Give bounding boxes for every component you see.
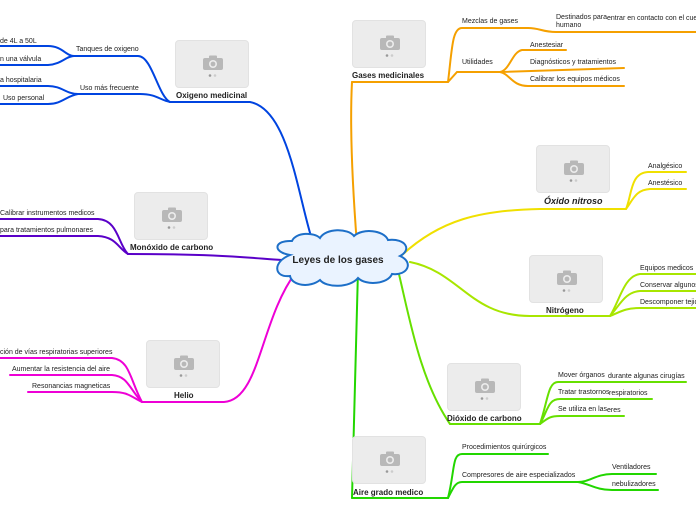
central-topic-cloud[interactable]: [276, 229, 409, 287]
branch-dioxido-carbono: [397, 269, 687, 425]
topic-oxido-nitroso[interactable]: Óxido nitroso: [544, 196, 603, 206]
pager-dots-icon: [569, 179, 578, 182]
subtopic-calibrar-equipos[interactable]: Calibrar los equipos médicos: [530, 76, 620, 83]
subtopic-descomponer[interactable]: Descomponer tejido: [640, 299, 696, 306]
subtopic-compresores[interactable]: Compresores de aire especializados: [462, 472, 576, 479]
branch-aire-grado-medico: [351, 269, 659, 499]
oxigeno-medicinal-image: [175, 40, 249, 88]
subtopic-tratamientos-pulmonares[interactable]: para tratamientos pulmonares: [0, 227, 93, 234]
pager-dots-icon: [385, 54, 394, 57]
subtopic-se-utiliza[interactable]: Se utiliza en las: [558, 406, 608, 413]
topic-aire-grado-medico[interactable]: Aire grado medico: [353, 488, 424, 497]
branch-nitrogeno: [409, 261, 696, 317]
subtopic-diagnosticos[interactable]: Diagnósticos y tratamientos: [530, 59, 616, 66]
pager-dots-icon: [208, 74, 217, 77]
subtopic-anestesico[interactable]: Anestésico: [648, 180, 683, 187]
subtopic-nebulizadores[interactable]: nebulizadores: [612, 481, 656, 488]
subtopic-equipos-medicos[interactable]: Equipos medicos: [640, 265, 694, 272]
camera-icon: [475, 378, 495, 393]
subtopic-calibrar-instrumentos[interactable]: Calibrar instrumentos medicos: [0, 210, 95, 217]
branch-gases-medicinales: [350, 27, 696, 246]
camera-icon: [564, 160, 584, 175]
subtopic-obstruccion[interactable]: ción de vías respiratorias superiores: [0, 349, 113, 356]
nitrogeno-image: [529, 255, 603, 303]
camera-icon: [557, 270, 577, 285]
aire-grado-medico-image: [352, 436, 426, 484]
subtopic-tanques-oxigeno[interactable]: Tanques de oxigeno: [76, 46, 139, 53]
topic-monoxido-carbono[interactable]: Monóxido de carbono: [130, 243, 214, 252]
pager-dots-icon: [167, 226, 176, 229]
camera-icon: [203, 55, 223, 70]
subtopic-procedimientos[interactable]: Procedimientos quirúrgicos: [462, 444, 547, 451]
branch-oxido-nitroso: [401, 171, 687, 256]
subtopic-destinados-humano: humano: [556, 22, 582, 29]
dioxido-carbono-image: [447, 363, 521, 411]
pager-dots-icon: [562, 289, 571, 292]
subtopic-analgesico[interactable]: Analgésico: [648, 163, 683, 170]
pager-dots-icon: [480, 397, 489, 400]
monoxido-carbono-image: [134, 192, 208, 240]
subtopic-destinados[interactable]: Destinados para: [556, 14, 607, 21]
subtopic-tratar-trastornos[interactable]: Tratar trastornos: [558, 389, 610, 396]
camera-icon: [380, 35, 400, 50]
central-topic-label[interactable]: Leyes de los gases: [292, 255, 384, 266]
branch-oxigeno-medicinal: [0, 45, 315, 247]
camera-icon: [380, 451, 400, 466]
subtopic-eres[interactable]: eres: [607, 407, 621, 414]
branch-helio: [0, 271, 297, 403]
subtopic-aumentar-resistencia[interactable]: Aumentar la resistencia del aire: [12, 366, 111, 373]
subtopic-uso-frecuente[interactable]: Uso más frecuente: [80, 85, 139, 92]
subtopic-utilidades[interactable]: Utilidades: [462, 59, 493, 66]
branch-monoxido-carbono: [0, 218, 283, 261]
subtopic-respiratorios[interactable]: respiratorios: [609, 390, 648, 397]
camera-icon: [162, 207, 182, 222]
camera-icon: [174, 355, 194, 370]
subtopic-4l-50l[interactable]: de 4L a 50L: [0, 38, 37, 45]
topic-nitrogeno[interactable]: Nitrógeno: [546, 306, 584, 315]
topic-dioxido-carbono[interactable]: Dióxido de carbono: [447, 414, 522, 423]
subtopic-contacto[interactable]: entrar en contacto con el cue: [607, 15, 696, 22]
subtopic-resonancias[interactable]: Resonancias magneticas: [32, 383, 111, 390]
topic-helio[interactable]: Helio: [174, 391, 194, 400]
subtopic-mover-organos[interactable]: Mover órganos: [558, 372, 605, 379]
topic-oxigeno-medicinal[interactable]: Oxigeno medicinal: [176, 91, 248, 100]
subtopic-conservar[interactable]: Conservar algunos: [640, 282, 696, 289]
subtopic-uso-personal[interactable]: Uso personal: [3, 95, 45, 102]
subtopic-mezclas-gases[interactable]: Mezclas de gases: [462, 18, 519, 25]
topic-gases-medicinales[interactable]: Gases medicinales: [352, 71, 425, 80]
subtopic-durante-cirugias[interactable]: durante algunas cirugías: [608, 373, 685, 380]
subtopic-valvula[interactable]: n una válvula: [0, 56, 42, 63]
subtopic-ventiladores[interactable]: Ventiladores: [612, 464, 651, 471]
subtopic-hospitalaria[interactable]: a hospitalaria: [0, 77, 42, 84]
subtopic-anestesiar[interactable]: Anestesiar: [530, 42, 564, 49]
oxido-nitroso-image: [536, 145, 610, 193]
gases-medicinales-image: [352, 20, 426, 68]
helio-image: [146, 340, 220, 388]
pager-dots-icon: [179, 374, 188, 377]
pager-dots-icon: [385, 470, 394, 473]
